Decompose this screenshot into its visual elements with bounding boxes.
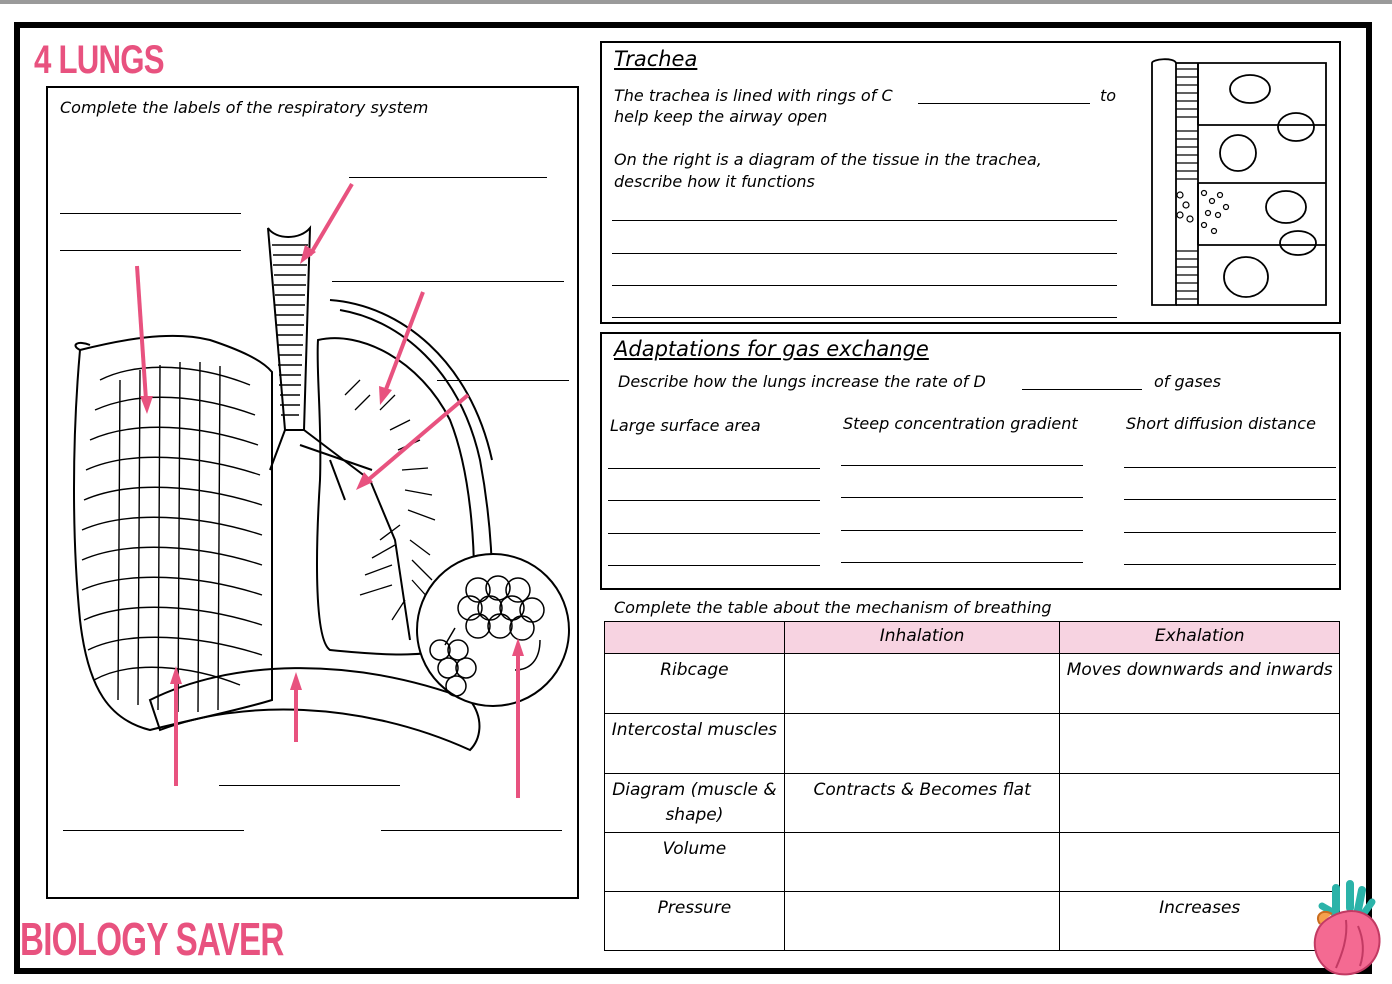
cell-pressure-exhalation[interactable]: Increases [1059,891,1340,951]
ciliated-epithelium-diagram [1151,58,1327,306]
distance-line-4[interactable] [1124,564,1336,565]
table-row: Ribcage Moves downwards and inwards [604,653,1340,714]
trachea-line-3: On the right is a diagram of the tissue … [614,150,1042,169]
table-header-exhalation: Exhalation [1059,621,1340,654]
trachea-line-2: help keep the airway open [614,107,828,126]
table-row: Diagram (muscle & shape) Contracts & Bec… [604,773,1340,833]
breathing-table: Inhalation Exhalation Ribcage Moves down… [604,621,1340,951]
page-title: 4 LUNGS [34,38,165,82]
trachea-heading: Trachea [614,47,698,71]
label-blank-2[interactable] [60,213,241,214]
gradient-line-3[interactable] [841,530,1083,531]
label-blank-7[interactable] [63,830,244,831]
label-blank-6[interactable] [219,785,400,786]
cell-pressure-inhalation[interactable] [783,891,1061,951]
table-header-inhalation: Inhalation [783,621,1061,654]
lungs-instruction: Complete the labels of the respiratory s… [60,98,429,117]
cell-volume-exhalation[interactable] [1059,832,1340,892]
breathing-instruction: Complete the table about the mechanism o… [614,598,1052,617]
cell-volume-inhalation[interactable] [783,832,1061,892]
label-blank-4[interactable] [332,281,564,282]
distance-line-1[interactable] [1124,467,1336,468]
row-label-pressure: Pressure [604,891,785,951]
gradient-line-4[interactable] [841,562,1083,563]
surface-area-line-3[interactable] [608,533,820,534]
cell-diaphragm-inhalation[interactable]: Contracts & Becomes flat [783,773,1061,833]
row-label-ribcage: Ribcage [604,653,785,714]
surface-area-line-1[interactable] [608,468,820,469]
adaptations-prompt-a: Describe how the lungs increase the rate… [618,372,986,391]
diffusion-blank[interactable] [1022,389,1142,390]
cell-diaphragm-exhalation[interactable] [1059,773,1340,833]
worksheet-frame [14,22,1372,974]
cell-intercostal-inhalation[interactable] [783,713,1061,774]
gradient-line-1[interactable] [841,465,1083,466]
column-large-surface-area: Large surface area [610,416,761,435]
cell-intercostal-exhalation[interactable] [1059,713,1340,774]
adaptations-heading: Adaptations for gas exchange [614,337,929,361]
trachea-answer-line-2[interactable] [612,253,1117,254]
table-row: Volume [604,832,1340,892]
surface-area-line-4[interactable] [608,565,820,566]
row-label-intercostal: Intercostal muscles [604,713,785,774]
trachea-answer-line-1[interactable] [612,220,1117,221]
trachea-answer-line-4[interactable] [612,317,1117,318]
cartilage-blank[interactable] [918,103,1090,104]
cell-ribcage-exhalation[interactable]: Moves downwards and inwards [1059,653,1340,714]
heart-icon [1313,880,1381,976]
distance-line-2[interactable] [1124,499,1336,500]
label-blank-3[interactable] [60,250,241,251]
brand-logo: BIOLOGY SAVER [20,913,284,965]
label-blank-5[interactable] [437,380,569,381]
trachea-line-1b: to [1100,86,1117,105]
label-blank-1[interactable] [349,177,547,178]
top-strip [0,0,1392,4]
label-blank-8[interactable] [381,830,562,831]
adaptations-prompt-b: of gases [1154,372,1221,391]
column-short-distance: Short diffusion distance [1126,414,1316,433]
cell-ribcage-inhalation[interactable] [783,653,1061,714]
surface-area-line-2[interactable] [608,500,820,501]
trachea-line-4: describe how it functions [614,172,815,191]
column-steep-gradient: Steep concentration gradient [843,414,1078,433]
trachea-panel [600,41,1341,324]
lungs-panel: Complete the labels of the respiratory s… [46,86,579,899]
trachea-answer-line-3[interactable] [612,285,1117,286]
row-label-volume: Volume [604,832,785,892]
adaptations-panel [600,332,1341,590]
table-header-row: Inhalation Exhalation [604,621,1340,654]
table-row: Intercostal muscles [604,713,1340,774]
row-label-diaphragm: Diagram (muscle & shape) [604,773,785,833]
table-row: Pressure Increases [604,891,1340,951]
gradient-line-2[interactable] [841,497,1083,498]
table-header-blank [604,621,785,654]
trachea-line-1a: The trachea is lined with rings of C [614,86,893,105]
distance-line-3[interactable] [1124,532,1336,533]
